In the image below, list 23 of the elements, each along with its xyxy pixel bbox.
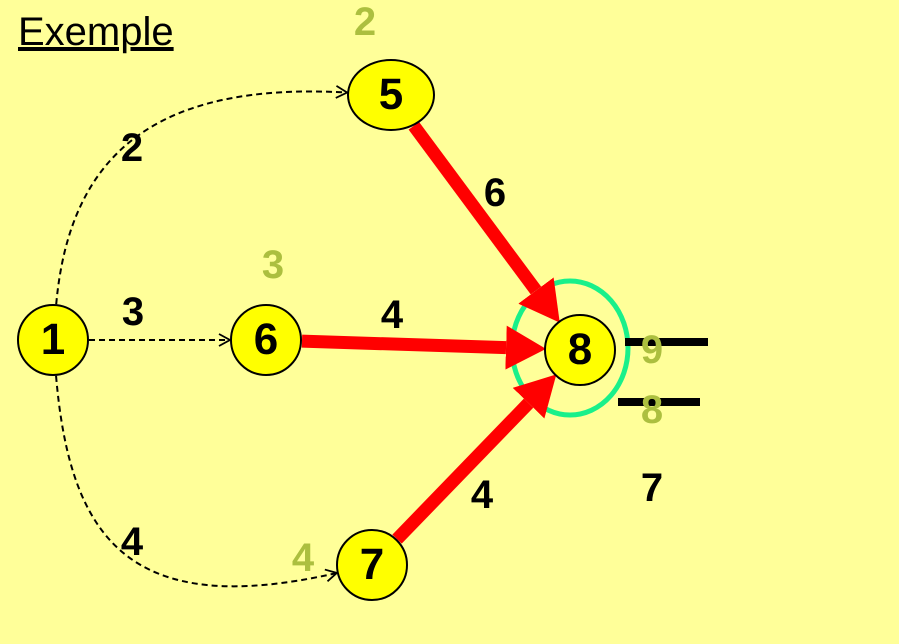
edge-label: 2 [120, 128, 144, 168]
arrow [302, 326, 546, 370]
arrow [55, 376, 338, 588]
edge-label: 4 [380, 295, 404, 335]
arrow [408, 122, 560, 323]
node-value: 4 [292, 538, 314, 578]
node-number: 7 [360, 543, 384, 587]
node-value: 3 [262, 245, 284, 285]
title: Exemple [18, 9, 174, 56]
node-number: 8 [568, 328, 592, 372]
node-number: 5 [378, 73, 404, 117]
arrow [392, 374, 556, 544]
edge-label: 4 [470, 475, 494, 515]
edge-label: 4 [120, 522, 144, 562]
arrow [89, 333, 231, 347]
node-number: 6 [254, 318, 278, 362]
node-value: 2 [354, 2, 376, 42]
arrow [55, 85, 348, 304]
edge-label: 6 [484, 173, 506, 213]
node-circle [544, 314, 616, 386]
edge-label: 3 [122, 292, 144, 332]
node-number: 1 [40, 318, 66, 362]
value-label: 7 [640, 468, 664, 508]
